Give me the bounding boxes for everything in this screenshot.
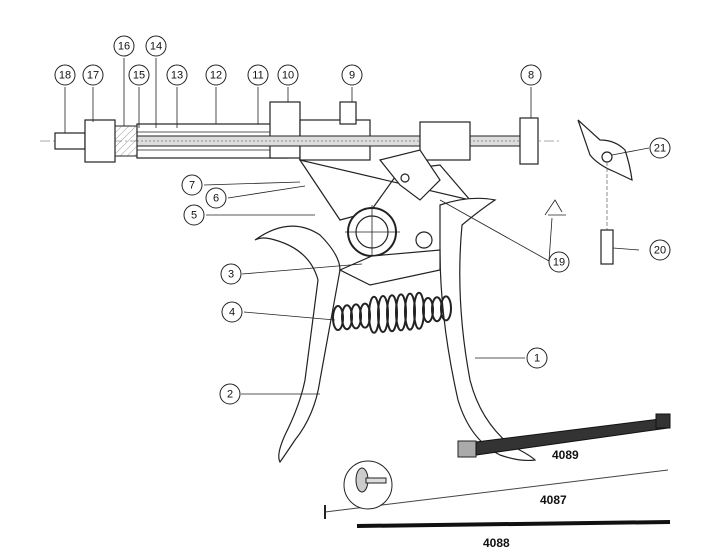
callout-label: 3 — [228, 269, 234, 281]
pivot-screw — [415, 231, 433, 249]
callout-circle — [166, 64, 188, 86]
callout-10: 10 — [277, 64, 299, 86]
callout-label: 9 — [349, 70, 355, 82]
callout-21: 21 — [649, 137, 671, 159]
callout-1: 1 — [526, 347, 548, 369]
callout-circle — [247, 64, 269, 86]
callout-circle — [113, 35, 135, 57]
coil-spring — [332, 291, 452, 334]
callout-label: 11 — [252, 70, 263, 82]
callout-16: 16 — [113, 35, 135, 57]
callout-9: 9 — [341, 64, 363, 86]
callout-circle — [128, 64, 150, 86]
callout-label: 20 — [654, 245, 666, 257]
rod-4088 — [356, 520, 671, 528]
callout-label: 5 — [191, 210, 197, 222]
callout-circle — [145, 35, 167, 57]
callout-2: 2 — [219, 383, 241, 405]
callout-label: 7 — [189, 180, 195, 192]
callout-circle — [526, 347, 548, 369]
callout-label: 6 — [213, 193, 219, 205]
spring-clip — [544, 199, 566, 216]
callout-label: 4 — [229, 307, 235, 319]
callout-circle — [205, 187, 227, 209]
rod-4087 — [324, 460, 669, 519]
callout-circle — [277, 64, 299, 86]
callout-label: 2 — [227, 389, 233, 401]
callout-label: 14 — [150, 41, 162, 53]
callout-5: 5 — [183, 204, 205, 226]
callout-18: 18 — [54, 64, 76, 86]
callout-circle — [183, 204, 205, 226]
left-handle — [254, 225, 341, 464]
callout-circle — [54, 64, 76, 86]
callout-circle — [649, 137, 671, 159]
callout-11: 11 — [247, 64, 269, 86]
callout-8: 8 — [520, 64, 542, 86]
handle-bridge — [338, 249, 441, 286]
callout-label: 13 — [171, 70, 183, 82]
rod-4089 — [457, 413, 671, 458]
callout-label: 8 — [528, 70, 534, 82]
callout-label: 18 — [59, 70, 71, 82]
callout-7: 7 — [181, 174, 203, 196]
callout-12: 12 — [205, 64, 227, 86]
pin-part — [600, 229, 614, 265]
code-rod-4087: 4087 — [540, 493, 567, 507]
callout-13: 13 — [166, 64, 188, 86]
callout-circle — [181, 174, 203, 196]
callout-label: 10 — [282, 70, 294, 82]
callout-label: 17 — [87, 70, 99, 82]
callout-4: 4 — [221, 301, 243, 323]
right-handle — [439, 197, 537, 462]
callout-circle — [649, 239, 671, 261]
callout-6: 6 — [205, 187, 227, 209]
callout-label: 1 — [534, 353, 540, 365]
callout-label: 21 — [654, 143, 666, 155]
callout-circle — [341, 64, 363, 86]
callout-circle — [82, 64, 104, 86]
callout-3: 3 — [220, 263, 242, 285]
callout-17: 17 — [82, 64, 104, 86]
callout-label: 19 — [553, 257, 565, 269]
spring-coil — [440, 295, 452, 322]
callout-label: 15 — [133, 70, 145, 82]
callout-circle — [220, 263, 242, 285]
callout-19: 19 — [548, 251, 570, 273]
barrel-assembly — [54, 101, 539, 165]
callout-circle — [219, 383, 241, 405]
blade-part — [577, 119, 633, 182]
callout-circle — [205, 64, 227, 86]
callout-15: 15 — [128, 64, 150, 86]
callout-label: 12 — [210, 70, 222, 82]
code-rod-4089: 4089 — [552, 448, 579, 462]
callout-label: 16 — [118, 41, 130, 53]
callout-circle — [548, 251, 570, 273]
leader-lines — [64, 58, 650, 395]
code-rod-4088: 4088 — [483, 536, 510, 550]
callout-circle — [520, 64, 542, 86]
callout-20: 20 — [649, 239, 671, 261]
code-labels: 4089 4087 4088 — [483, 448, 579, 550]
callout-circle — [221, 301, 243, 323]
callout-14: 14 — [145, 35, 167, 57]
